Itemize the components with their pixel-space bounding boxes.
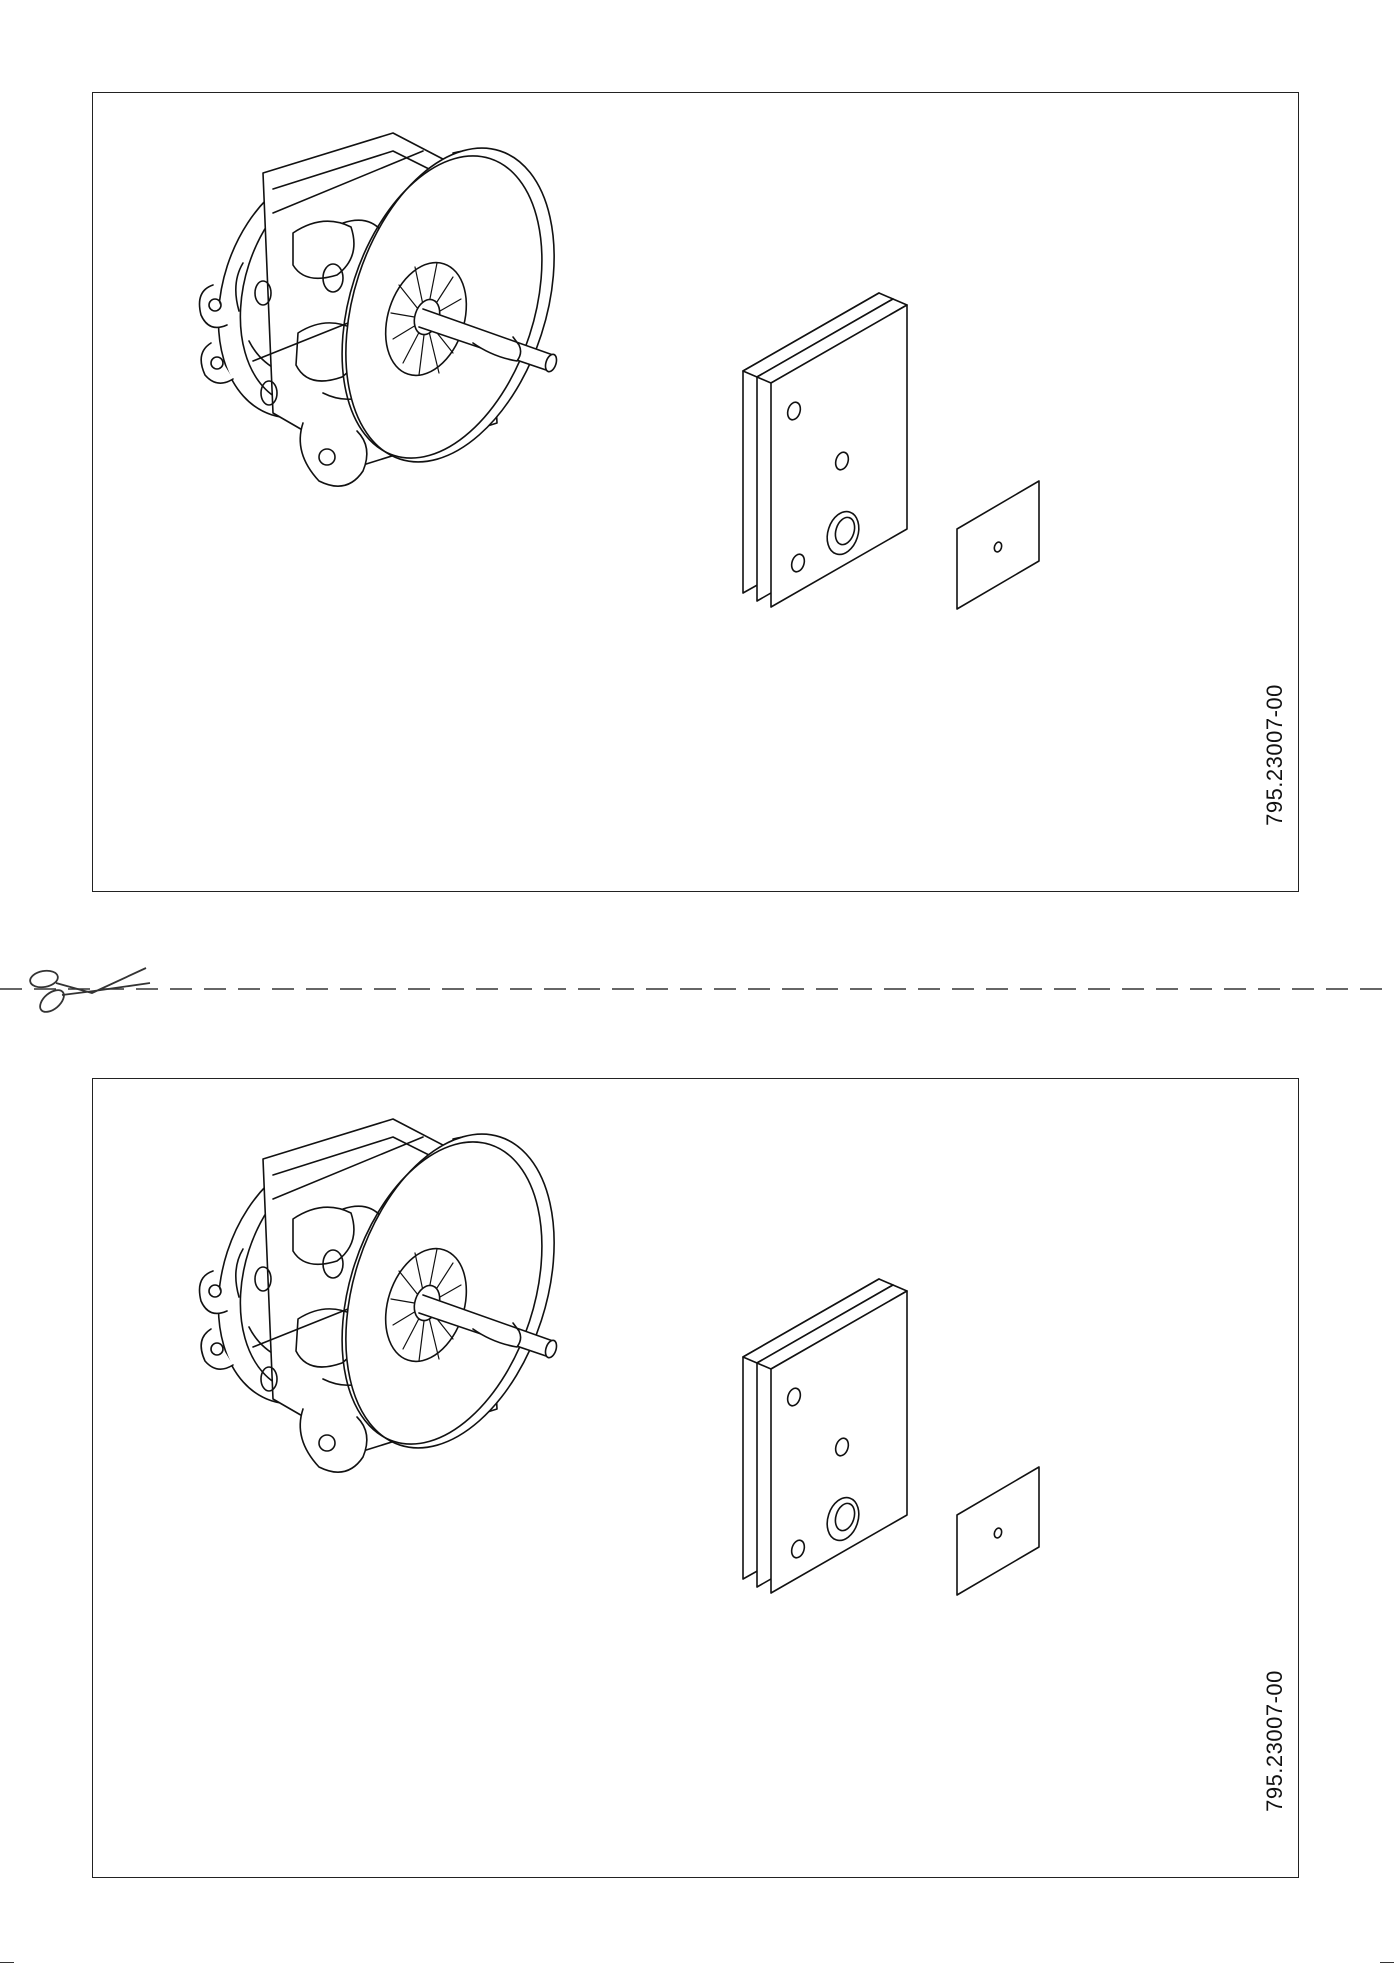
scissors-icon	[29, 967, 151, 1013]
part-number-text: 795.23007-00	[1262, 684, 1287, 826]
part-number-label: 795.23007-00	[1260, 645, 1290, 865]
crop-mark-right	[1380, 1962, 1394, 1963]
part-number-text: 795.23007-00	[1262, 1670, 1287, 1812]
square-plate	[956, 1466, 1040, 1596]
parts-illustration	[186, 1106, 1040, 1596]
parts-illustration	[186, 120, 1040, 610]
illustration-panel-bottom: 795.23007-00	[92, 1078, 1299, 1878]
motor-assembly	[186, 1106, 593, 1476]
part-number-label: 795.23007-00	[1260, 1631, 1290, 1851]
cut-line	[0, 967, 1394, 1013]
square-plate	[956, 480, 1040, 610]
double-plate	[742, 1278, 908, 1594]
motor-assembly	[186, 120, 593, 490]
illustration-panel-top: 795.23007-00	[92, 92, 1299, 892]
double-plate	[742, 292, 908, 608]
crop-mark-left	[0, 1962, 14, 1963]
